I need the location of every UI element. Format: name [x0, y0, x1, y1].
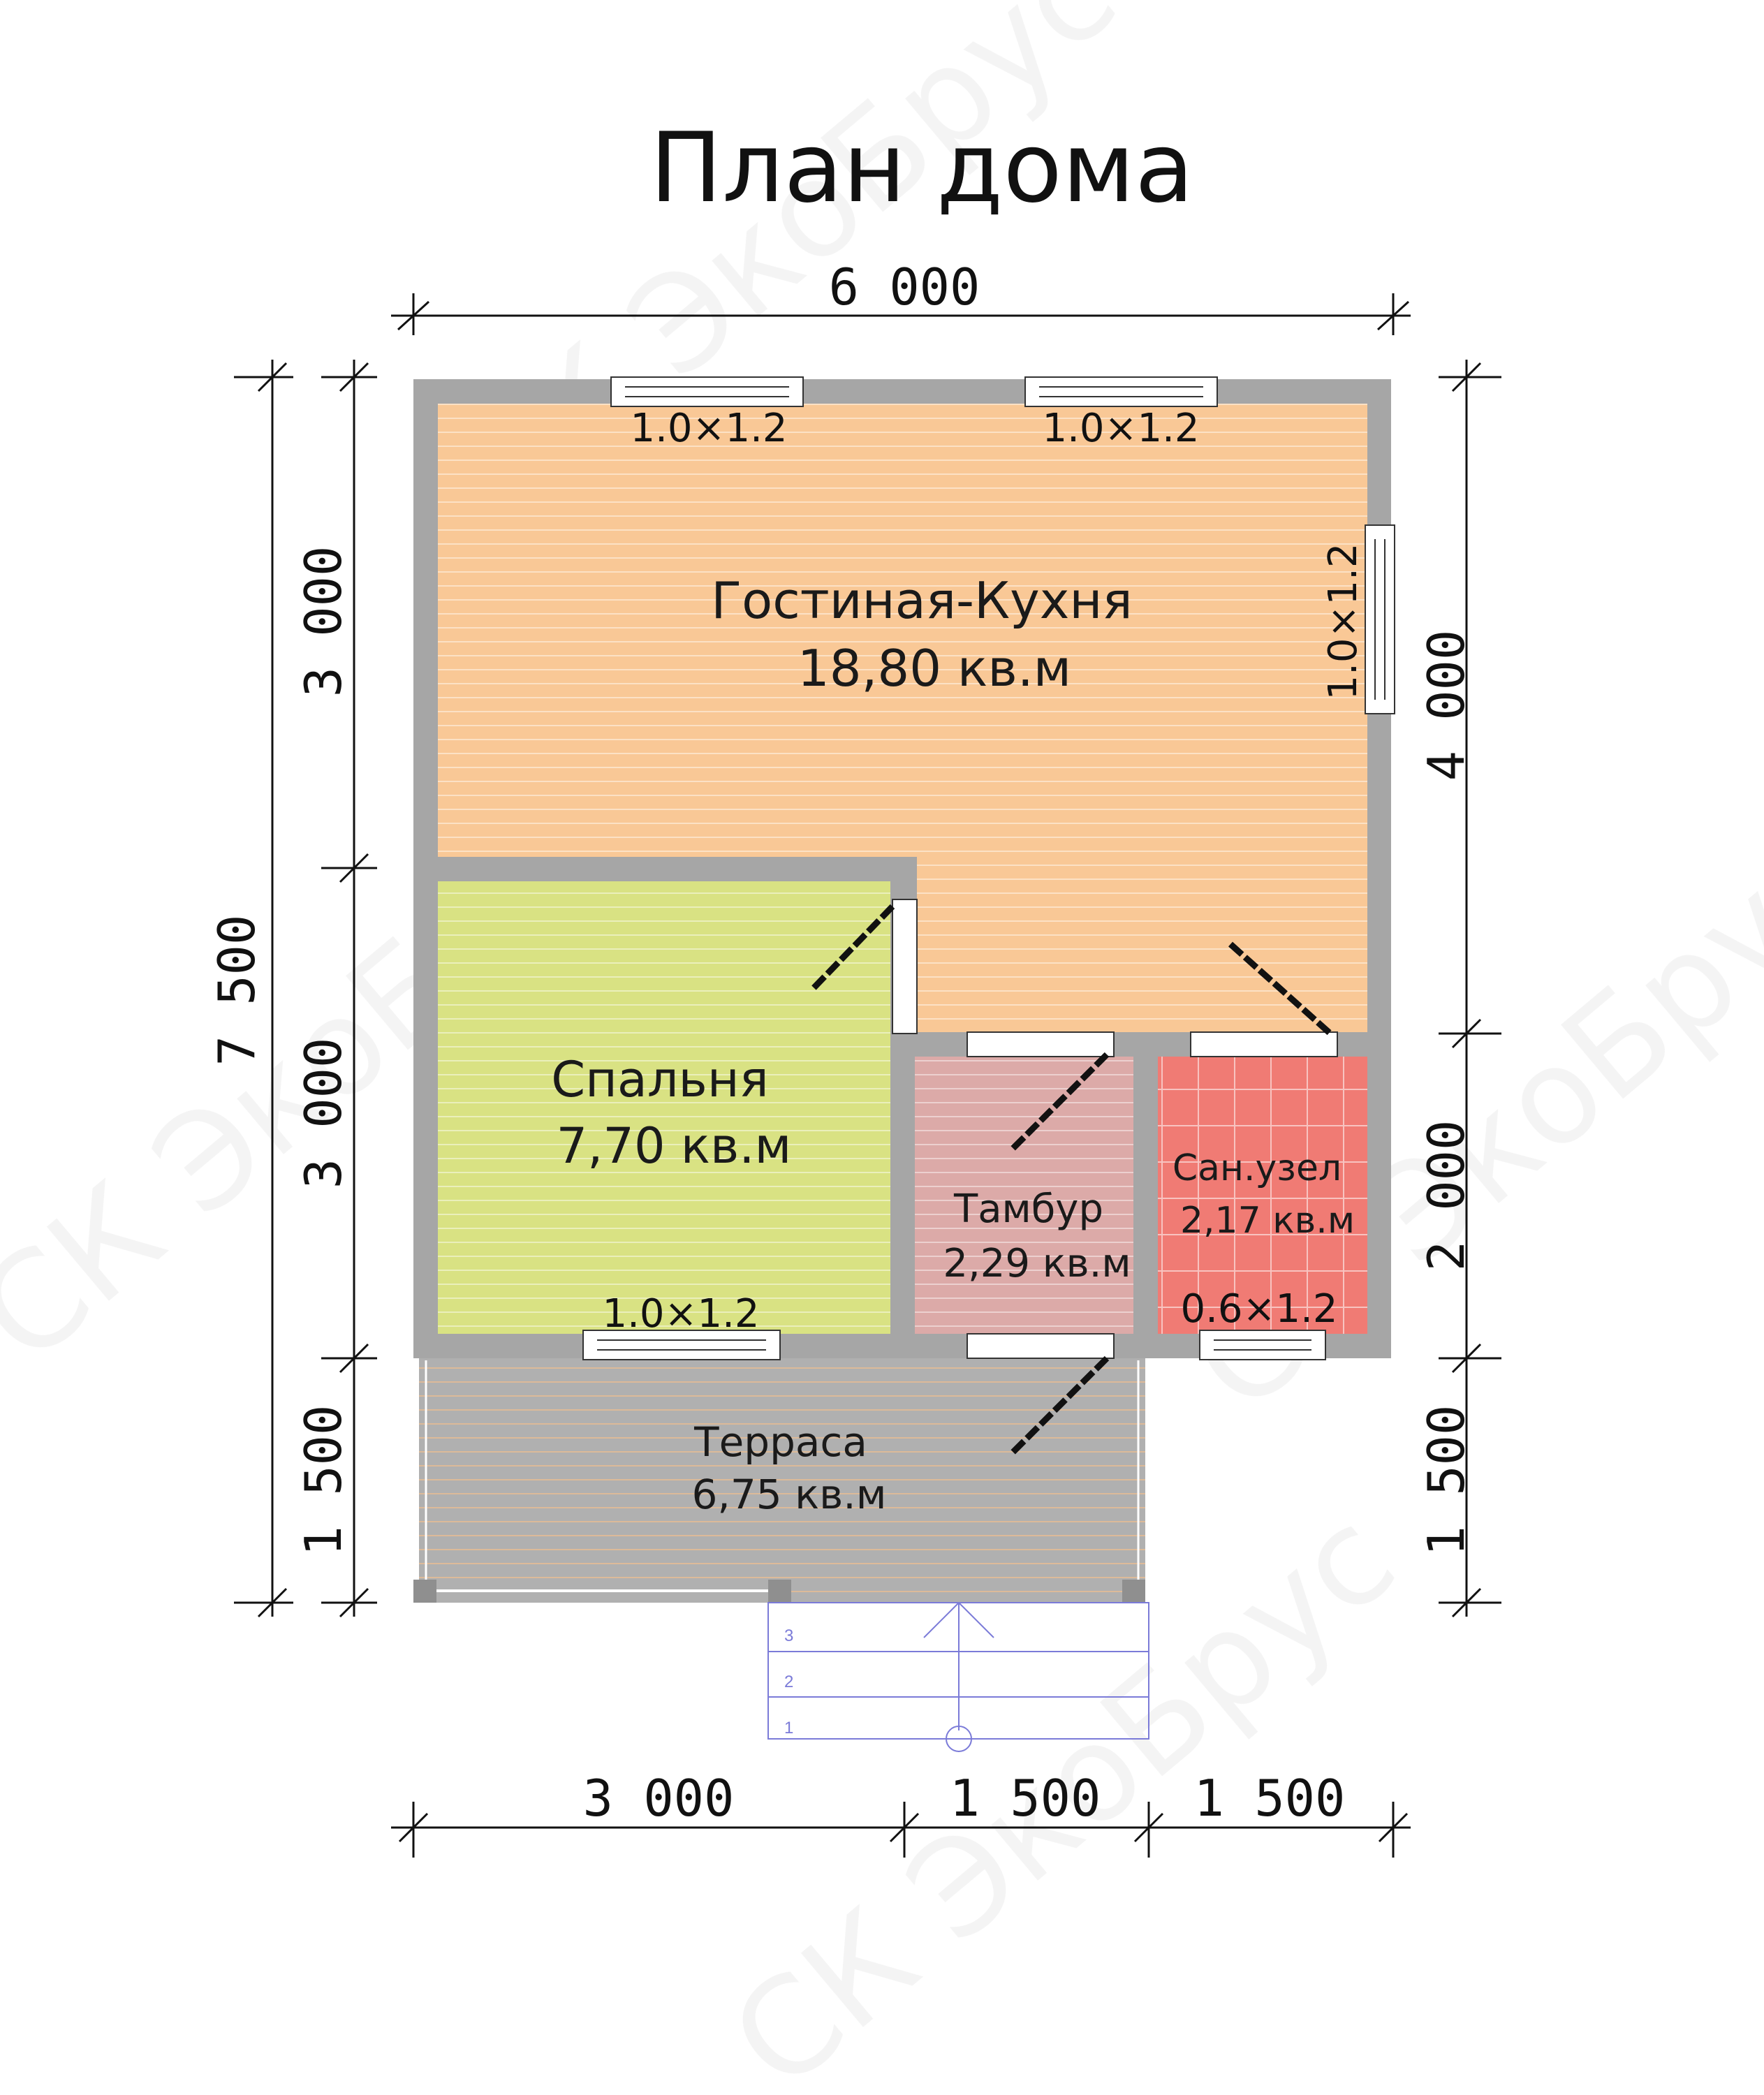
dimension-bottom-mid: 1 500 [950, 1769, 1101, 1828]
vestibule-name: Тамбур [953, 1186, 1103, 1232]
stair-step-number: 1 [784, 1719, 793, 1737]
windows [582, 376, 1395, 1360]
living-kitchen-area: 18,80 кв.м [798, 639, 1071, 698]
dimension-bottom-left: 3 000 [583, 1769, 735, 1828]
bedroom-name: Спальня [551, 1051, 768, 1108]
dimension-right-middle: 2 000 [1417, 1120, 1476, 1272]
bathroom-name: Сан.узел [1173, 1147, 1342, 1189]
terrace-post [413, 1580, 436, 1603]
dimension-left-upper: 3 000 [294, 546, 353, 698]
dimension-right-lower: 1 500 [1417, 1405, 1476, 1557]
terrace-name: Терраса [693, 1418, 867, 1466]
dimension-left-total: 7 500 [207, 915, 266, 1066]
window-label-living-top-left: 1.0×1.2 [630, 406, 787, 451]
dimension-lines [234, 293, 1501, 1858]
stair-step-number: 3 [784, 1626, 793, 1645]
stair-step-number: 2 [784, 1673, 793, 1691]
bedroom-area: 7,70 кв.м [557, 1117, 792, 1175]
dimension-bottom-right: 1 500 [1194, 1769, 1346, 1828]
terrace-post [1122, 1580, 1145, 1603]
window-label-living-right: 1.0×1.2 [1321, 543, 1366, 700]
page-title: План дома [649, 112, 1193, 224]
dimension-left-middle: 3 000 [294, 1038, 353, 1189]
terrace-post [768, 1580, 791, 1603]
terrace-area: 6,75 кв.м [692, 1471, 887, 1518]
door-openings [892, 899, 1338, 1359]
window-label-living-top-right: 1.0×1.2 [1042, 406, 1199, 451]
bathroom-area: 2,17 кв.м [1180, 1200, 1355, 1242]
living-kitchen-name: Гостиная-Кухня [711, 571, 1133, 630]
dimension-top-total: 6 000 [829, 258, 980, 316]
vestibule-area: 2,29 кв.м [943, 1241, 1131, 1286]
dimension-right-upper: 4 000 [1417, 630, 1476, 781]
stairs [767, 1602, 1149, 1752]
window-label-bedroom: 1.0×1.2 [602, 1291, 759, 1337]
window-label-bathroom: 0.6×1.2 [1180, 1286, 1337, 1332]
door-leaves [809, 904, 1333, 1455]
dimension-left-lower: 1 500 [294, 1405, 353, 1557]
